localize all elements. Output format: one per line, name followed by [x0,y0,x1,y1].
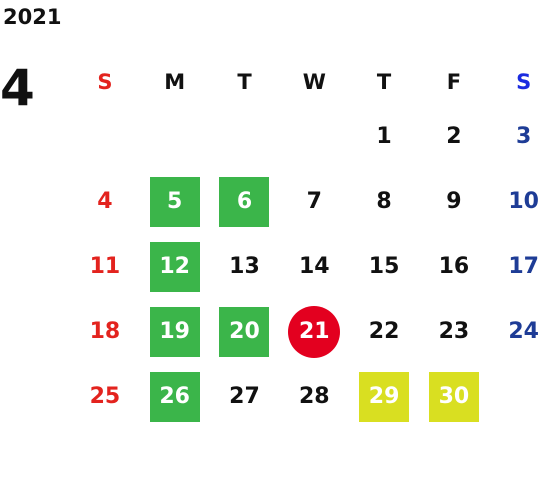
day-number: 28 [298,383,330,409]
weekday-friday: F [446,69,462,94]
day-number: 13 [229,253,260,279]
day-cell[interactable]: 23 [419,299,489,364]
day-number: 10 [508,188,539,214]
day-number: 25 [89,383,121,409]
day-number: 30 [438,383,470,409]
day-number: 27 [229,383,260,409]
yellow-highlight [359,371,410,422]
day-number: 26 [159,383,190,409]
day-number: 12 [159,253,190,279]
green-highlight [149,306,200,357]
day-cell[interactable]: 1 [349,104,419,169]
day-number: 24 [508,318,539,344]
day-cell-highlighted-yellow[interactable]: 30 [419,364,489,429]
weekday-thursday: T [376,69,392,94]
day-number: 2 [446,123,462,149]
green-highlight [219,176,270,227]
day-number: 23 [438,318,470,344]
day-number: 15 [368,253,400,279]
day-cell[interactable]: 11 [70,234,140,299]
day-cell[interactable]: 14 [279,234,349,299]
day-cell-empty [489,364,548,429]
day-cell[interactable]: 28 [279,364,349,429]
day-number: 16 [438,253,470,279]
day-cell[interactable]: 25 [70,364,140,429]
green-highlight [149,176,200,227]
day-number: 1 [376,123,392,149]
day-cell-highlighted-green[interactable]: 19 [140,299,210,364]
day-cell-empty [279,104,349,169]
day-cell-highlighted-red-circle[interactable]: 21 [279,299,349,364]
day-cell[interactable]: 4 [70,169,140,234]
day-cell[interactable]: 15 [349,234,419,299]
day-cell-empty [210,104,280,169]
day-cell[interactable]: 9 [419,169,489,234]
day-number: 5 [167,188,183,214]
day-cell[interactable]: 3 [489,104,548,169]
day-number: 17 [508,253,539,279]
green-highlight [149,241,200,292]
day-cell[interactable]: 7 [279,169,349,234]
day-number: 4 [97,188,113,214]
day-cell[interactable]: 24 [489,299,548,364]
day-number: 29 [368,383,400,409]
day-cell[interactable]: 2 [419,104,489,169]
day-cell[interactable]: 17 [489,234,548,299]
weekday-wednesday: W [302,69,326,94]
day-cell-highlighted-green[interactable]: 20 [210,299,280,364]
day-cell-highlighted-yellow[interactable]: 29 [349,364,419,429]
weekday-sunday: S [97,69,113,94]
weekday-saturday: S [516,69,532,94]
day-cell-empty [140,104,210,169]
day-cell[interactable]: 27 [210,364,280,429]
day-cell[interactable]: 10 [489,169,548,234]
day-number: 20 [229,318,260,344]
day-cell-highlighted-green[interactable]: 12 [140,234,210,299]
yellow-highlight [428,371,479,422]
day-number: 11 [89,253,121,279]
day-number: 22 [368,318,400,344]
day-number: 19 [159,318,190,344]
weekday-tuesday: T [237,69,252,94]
day-number: 3 [516,123,532,149]
day-cell-highlighted-green[interactable]: 5 [140,169,210,234]
day-number: 9 [446,188,462,214]
weekday-monday: M [164,69,186,94]
day-cell-empty [70,104,140,169]
day-cell[interactable]: 8 [349,169,419,234]
red-circle-highlight [288,305,341,358]
day-cell[interactable]: 22 [349,299,419,364]
green-highlight [149,371,200,422]
month-label: 4 [0,59,35,117]
day-number: 8 [376,188,392,214]
day-number: 6 [236,188,253,214]
day-cell[interactable]: 18 [70,299,140,364]
day-cell[interactable]: 13 [210,234,280,299]
day-number: 21 [298,318,330,344]
day-number: 14 [298,253,330,279]
green-highlight [219,306,270,357]
day-number: 18 [89,318,121,344]
day-cell-highlighted-green[interactable]: 26 [140,364,210,429]
calendar-grid: S M T W T F S 1 2 3 4 5 6 7 8 9 10 11 12… [70,60,545,429]
day-cell-highlighted-green[interactable]: 6 [210,169,280,234]
day-cell[interactable]: 16 [419,234,489,299]
day-number: 7 [306,188,322,214]
year-label: 2021 [3,5,62,29]
